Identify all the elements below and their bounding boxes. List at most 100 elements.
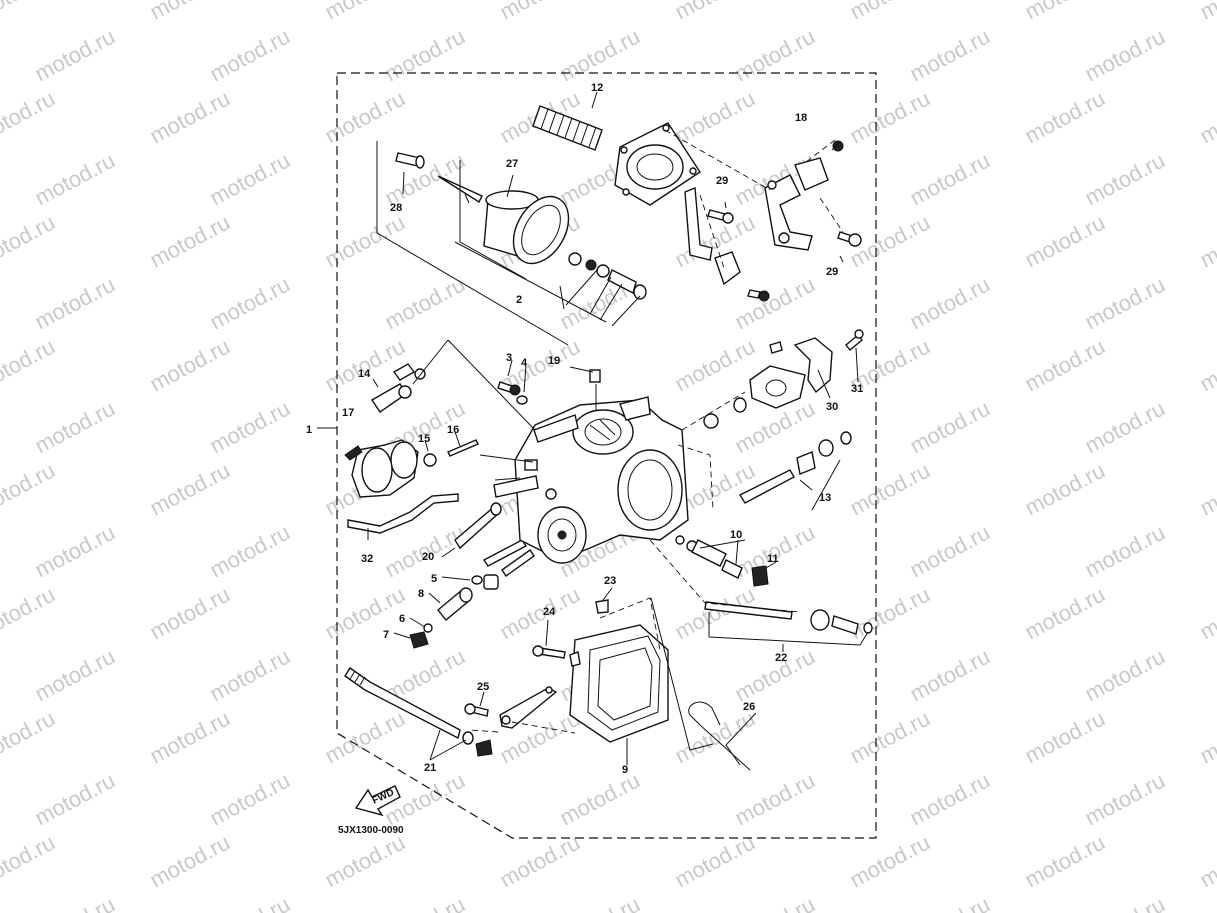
- throttle-sensor-17: [344, 439, 419, 498]
- washer-5: [471, 575, 483, 585]
- watermark-text: motod.ru: [846, 86, 934, 149]
- plug-7: [409, 631, 429, 649]
- watermark-text: motod.ru: [1021, 334, 1109, 397]
- part-label-27: 27: [506, 158, 518, 170]
- watermark-text: motod.ru: [31, 148, 119, 211]
- watermark-text: motod.ru: [0, 582, 59, 645]
- part-label-6: 6: [399, 613, 405, 625]
- plug-11: [751, 565, 769, 587]
- part-label-28: 28: [390, 202, 402, 214]
- part-label-4: 4: [521, 357, 528, 369]
- part-label-7: 7: [383, 629, 389, 641]
- watermark-text: motod.ru: [846, 706, 934, 769]
- watermark-text: motod.ru: [1081, 24, 1169, 87]
- watermark-text: motod.ru: [1196, 86, 1217, 149]
- watermark-text: motod.ru: [0, 334, 59, 397]
- watermark-text: motod.ru: [206, 768, 294, 831]
- watermark-text: motod.ru: [146, 0, 234, 24]
- part-label-29-upper: 29: [716, 175, 728, 187]
- part-label-20: 20: [422, 551, 434, 563]
- part-label-15: 15: [418, 433, 430, 445]
- drain-wire-26: [688, 701, 751, 771]
- watermark-text: motod.ru: [671, 0, 759, 24]
- needle-parts-2: [568, 252, 647, 300]
- part-label-19: 19: [548, 355, 560, 367]
- watermark-text: motod.ru: [146, 582, 234, 645]
- spring-12: [532, 105, 603, 151]
- watermark-text: motod.ru: [206, 644, 294, 707]
- watermark-text: motod.ru: [1196, 830, 1217, 893]
- watermark-text: motod.ru: [1021, 458, 1109, 521]
- watermark-text: motod.ru: [31, 24, 119, 87]
- part-label-30: 30: [826, 401, 838, 413]
- watermark-text: motod.ru: [846, 582, 934, 645]
- watermark-text: motod.ru: [31, 396, 119, 459]
- watermark-text: motod.ru: [731, 24, 819, 87]
- watermark-text: motod.ru: [906, 644, 994, 707]
- screws-top: [707, 140, 862, 302]
- bracket-2: [376, 141, 641, 346]
- top-group: [376, 91, 862, 346]
- watermark-text: motod.ru: [321, 706, 409, 769]
- watermark-text: motod.ru: [381, 24, 469, 87]
- bracket-30: [793, 337, 833, 394]
- watermark-text: motod.ru: [556, 892, 644, 913]
- watermark-text: motod.ru: [1081, 644, 1169, 707]
- watermark-text: motod.ru: [321, 86, 409, 149]
- part-label-32: 32: [361, 553, 373, 565]
- watermark-text: motod.ru: [31, 520, 119, 583]
- watermark-text: motod.ru: [0, 86, 59, 149]
- part-label-3: 3: [506, 352, 512, 364]
- watermark-text: motod.ru: [1196, 210, 1217, 273]
- screw-assembly-14: [371, 363, 426, 413]
- watermark-text: motod.ru: [1081, 892, 1169, 913]
- watermark-text: motod.ru: [731, 272, 819, 335]
- watermark-text: motod.ru: [1081, 768, 1169, 831]
- watermark-text: motod.ru: [206, 520, 294, 583]
- watermark-text: motod.ru: [846, 0, 934, 24]
- watermark-text: motod.ru: [496, 830, 584, 893]
- watermark-text: motod.ru: [671, 210, 759, 273]
- watermark-text: motod.ru: [146, 458, 234, 521]
- watermark-text: motod.ru: [1021, 210, 1109, 273]
- watermark-text: motod.ru: [846, 830, 934, 893]
- watermark-text: motod.ru: [321, 582, 409, 645]
- watermark-text: motod.ru: [381, 272, 469, 335]
- part-label-1: 1: [306, 424, 312, 436]
- hose-32: [347, 493, 459, 534]
- watermark-text: motod.ru: [906, 768, 994, 831]
- watermark-text: motod.ru: [381, 892, 469, 913]
- float-bowl-9: [569, 624, 669, 743]
- watermark-text: motod.ru: [381, 148, 469, 211]
- part-label-21: 21: [424, 762, 436, 774]
- watermark-text: motod.ru: [906, 24, 994, 87]
- watermark-text: motod.ru: [671, 86, 759, 149]
- jet-20: [454, 502, 535, 577]
- part-label-5: 5: [431, 573, 437, 585]
- part-label-25: 25: [477, 681, 489, 693]
- watermark-text: motod.ru: [1081, 520, 1169, 583]
- watermark-text: motod.ru: [31, 892, 119, 913]
- part-label-10: 10: [730, 529, 742, 541]
- watermark-text: motod.ru: [146, 334, 234, 397]
- watermark-text: motod.ru: [0, 210, 59, 273]
- watermark-text: motod.ru: [1021, 582, 1109, 645]
- pin-16: [447, 439, 479, 457]
- watermark-text: motod.ru: [206, 892, 294, 913]
- watermark-text: motod.ru: [731, 892, 819, 913]
- part-label-16: 16: [447, 424, 459, 436]
- watermark-text: motod.ru: [146, 706, 234, 769]
- lever-plate: [499, 687, 558, 729]
- watermark-text: motod.ru: [671, 830, 759, 893]
- part-label-9: 9: [622, 764, 628, 776]
- watermark-text: motod.ru: [906, 892, 994, 913]
- watermark-text: motod.ru: [556, 24, 644, 87]
- watermark-text: motod.ru: [906, 148, 994, 211]
- watermark-text: motod.ru: [1196, 0, 1217, 24]
- part-label-31: 31: [851, 383, 863, 395]
- watermark-text: motod.ru: [206, 396, 294, 459]
- watermark-text: motod.ru: [731, 768, 819, 831]
- watermark-text: motod.ru: [496, 582, 584, 645]
- watermark-text: motod.ru: [846, 458, 934, 521]
